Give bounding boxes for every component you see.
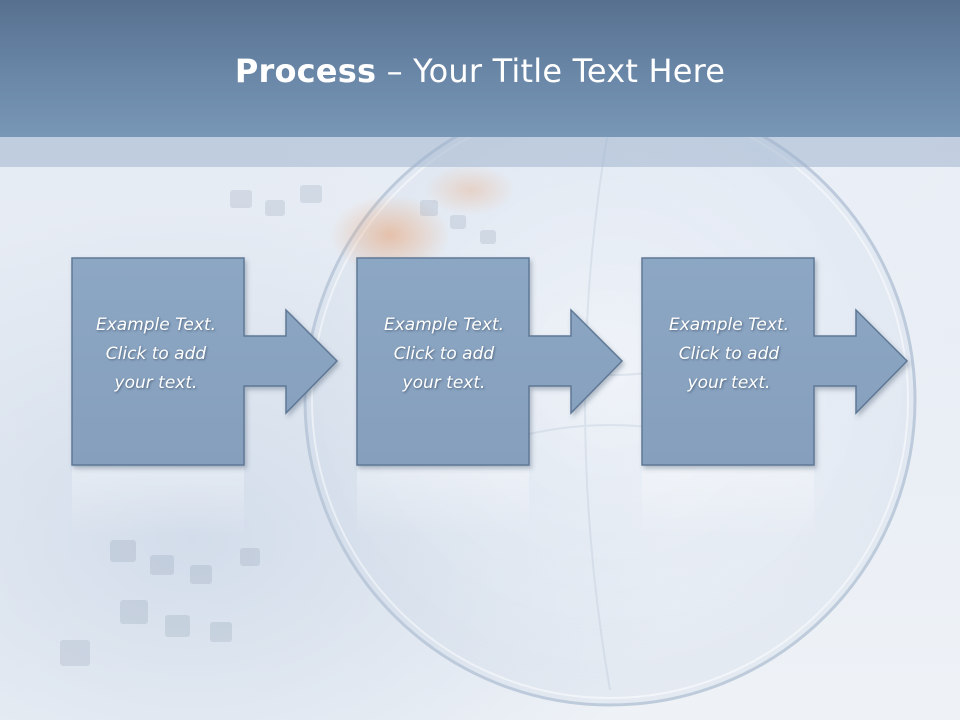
step-1-text[interactable]: Example Text. Click to add your text. (61, 311, 251, 398)
step-3-line-2: Click to add (678, 344, 780, 364)
title-bold-part: Process (234, 52, 377, 90)
step-2-text[interactable]: Example Text. Click to add your text. (349, 311, 539, 398)
step-1-arrow-box[interactable] (71, 257, 339, 466)
step-3-line-3: your text. (687, 373, 771, 393)
step-2-reflection (357, 467, 529, 537)
step-1-reflection (72, 467, 244, 537)
step-3-line-1: Example Text. (668, 315, 790, 335)
step-3-text[interactable]: Example Text. Click to add your text. (634, 311, 824, 398)
step-2-arrow-box[interactable] (356, 257, 624, 466)
step-2-line-3: your text. (402, 373, 486, 393)
page-title[interactable]: Process – Your Title Text Here (0, 52, 960, 90)
step-1-line-1: Example Text. (95, 315, 217, 335)
step-1-line-2: Click to add (105, 344, 207, 364)
step-3-arrow-box[interactable] (641, 257, 909, 466)
step-2-line-1: Example Text. (383, 315, 505, 335)
step-3-reflection (642, 467, 814, 537)
step-1-line-3: your text. (114, 373, 198, 393)
title-bar (0, 0, 960, 137)
title-rest-part: – Your Title Text Here (376, 52, 726, 90)
step-2-line-2: Click to add (393, 344, 495, 364)
title-band (0, 137, 960, 167)
